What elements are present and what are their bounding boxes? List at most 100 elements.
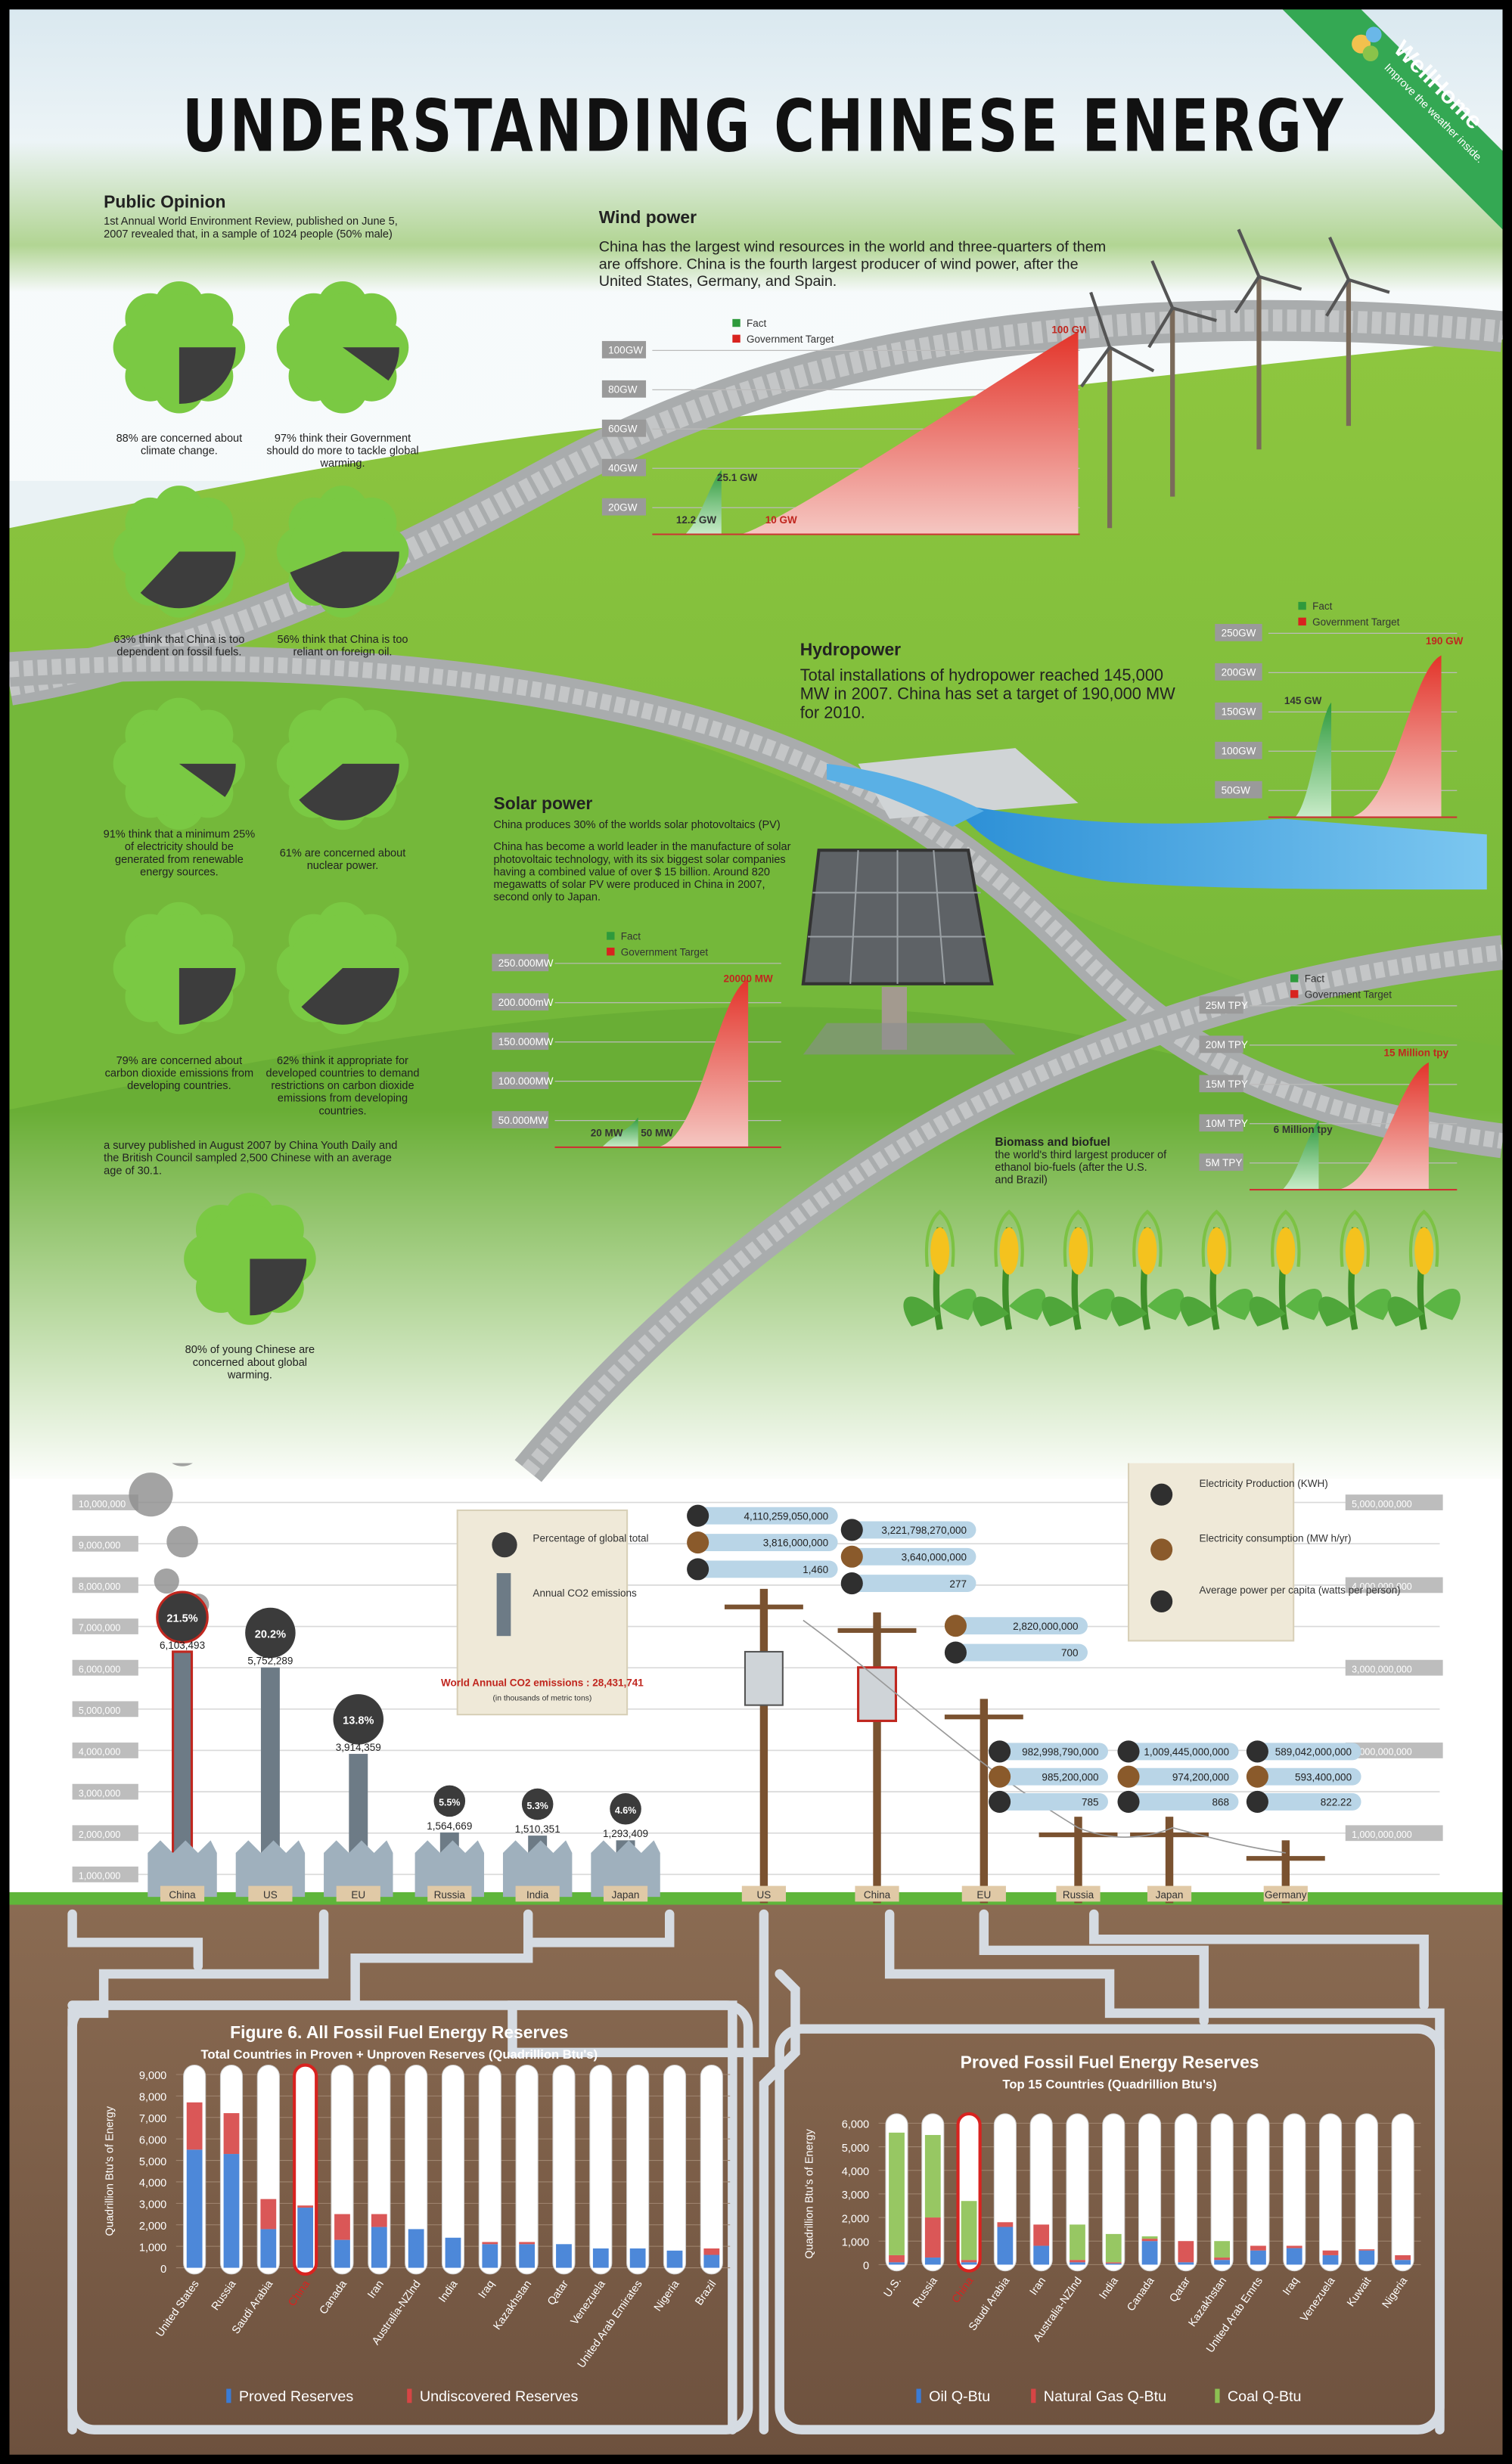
pct-label: 21.5% (166, 1612, 197, 1625)
category-label: Kuwait (1345, 2275, 1374, 2309)
legend-icon (1150, 1590, 1173, 1613)
y-tick-label: 10M TPY (1206, 1118, 1248, 1129)
bar-tube (589, 2064, 613, 2275)
legend-label: Fact (1312, 600, 1333, 612)
scale-bg (72, 1577, 138, 1594)
bar-segment (666, 2250, 683, 2268)
bar-segment (1070, 2262, 1085, 2265)
electricity-value: 985,200,000 (1042, 1771, 1098, 1783)
tick-bg (601, 498, 647, 516)
tick-bg (492, 954, 549, 972)
category-label: Iran (365, 2278, 386, 2301)
left-scale-label: 6,000,000 (79, 1664, 120, 1674)
pill-icon (1117, 1765, 1140, 1788)
pill-icon (687, 1531, 709, 1554)
corn-leaf (1042, 1296, 1079, 1327)
y-tick-label: 20GW (608, 501, 638, 513)
bar-segment (961, 2201, 977, 2261)
country-name: Japan (612, 1889, 640, 1901)
legend-pct-text: Percentage of global total (532, 1533, 648, 1544)
electricity-value: 589,042,000,000 (1275, 1746, 1352, 1758)
opinion-caption: 56% think that China is too reliant on f… (277, 635, 408, 659)
electricity-value: 3,221,798,270,000 (881, 1525, 967, 1536)
pole-crossbar (1246, 1856, 1325, 1861)
country-tag (427, 1885, 472, 1902)
bar-segment (371, 2214, 387, 2227)
public-opinion-heading: Public Opinion (104, 193, 226, 213)
legend-swatch (607, 948, 615, 956)
bar-segment (1033, 2224, 1050, 2246)
bar-segment (703, 2248, 720, 2255)
bar-segment (592, 2248, 609, 2268)
country-name: China (169, 1889, 196, 1901)
fact-area (601, 1117, 638, 1147)
bar-tube (1210, 2113, 1234, 2272)
co2-value: 1,293,409 (603, 1828, 648, 1839)
electricity-value: 4,110,259,050,000 (744, 1510, 828, 1522)
legend-label: Government Target (747, 334, 834, 345)
bar-segment (924, 2258, 941, 2265)
category-label: China (950, 2275, 976, 2306)
legend-swatch (226, 2388, 231, 2403)
value-pill (945, 1617, 1088, 1635)
solar-text-2: China has become a world leader in the m… (493, 842, 791, 904)
legend-swatch (1290, 990, 1299, 998)
tick-bg (1215, 780, 1262, 799)
value-label: 12.2 GW (676, 514, 717, 526)
legend-label: Coal Q-Btu (1228, 2388, 1302, 2405)
pill-icon (687, 1558, 709, 1581)
scale-bg (72, 1867, 138, 1882)
country-name: US (263, 1889, 278, 1901)
power-pole (873, 1612, 881, 1904)
country-name: EU (351, 1889, 365, 1901)
bar-segment (1214, 2241, 1231, 2258)
bar-segment (260, 2199, 277, 2230)
country-tag (515, 1885, 560, 1902)
value-label: 145 GW (1284, 695, 1322, 706)
transformer-box (857, 1666, 898, 1722)
pill-icon (989, 1790, 1011, 1813)
opinion-flower (113, 281, 246, 414)
bar-segment (445, 2237, 461, 2268)
right-scale-label: 1,000,000,000 (1352, 1829, 1412, 1840)
corn-husk (1271, 1209, 1301, 1268)
survey-note: a survey published in August 2007 by Chi… (104, 1140, 398, 1178)
transformer-box (744, 1650, 784, 1706)
y-tick-label: 50.000MW (498, 1115, 548, 1126)
public-opinion-intro: 1st Annual World Environment Review, pub… (104, 216, 398, 241)
bar-segment (961, 2260, 977, 2263)
value-pill (1119, 1792, 1239, 1811)
scale-bg (72, 1618, 138, 1634)
value-pill (990, 1767, 1108, 1786)
corn-leaf (1318, 1296, 1355, 1327)
pill-icon (1246, 1765, 1268, 1788)
tick-bg (601, 340, 647, 358)
legend-swatch (732, 318, 740, 327)
y-tick-label: 100GW (608, 345, 643, 356)
bar-segment (1395, 2255, 1411, 2261)
tick-bg (492, 1032, 549, 1050)
power-pole (759, 1588, 768, 1904)
pill-icon (840, 1545, 863, 1568)
category-label: Nigeria (1380, 2275, 1411, 2311)
right-scale-label: 5,000,000,000 (1352, 1499, 1412, 1510)
bar-segment (297, 2205, 314, 2208)
value-pill (945, 1643, 1088, 1662)
country-tag (1056, 1885, 1101, 1902)
y-tick-label: 200GW (1222, 667, 1256, 678)
corn-cob (1345, 1227, 1365, 1275)
y-tick-label: 80GW (608, 384, 638, 396)
pct-cloud (333, 1694, 384, 1745)
bar-segment (703, 2255, 720, 2268)
fact-area (1282, 1120, 1319, 1190)
y-axis-label: Quadrillion Btu's of Energy (104, 2106, 116, 2236)
corn-cob (1206, 1227, 1226, 1275)
category-label: Russia (911, 2275, 940, 2310)
bar-segment (1070, 2224, 1085, 2261)
biomass-heading: Biomass and biofuel (995, 1134, 1110, 1150)
bar-segment (1070, 2260, 1085, 2263)
opinion-flower (276, 902, 409, 1035)
bar-segment (1395, 2260, 1411, 2265)
